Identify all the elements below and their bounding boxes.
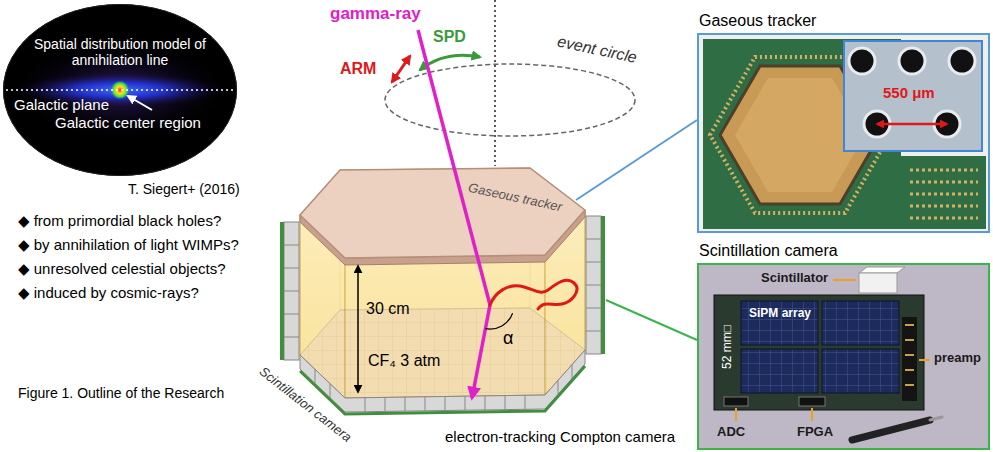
tracker-photo: [910, 170, 978, 218]
scintillation-photo: [905, 325, 914, 385]
scintillation-photo: [859, 267, 905, 273]
event-geometry: [392, 56, 410, 82]
tracker-photo: [703, 39, 901, 229]
event-geometry: [385, 64, 635, 136]
part-label: FPGA: [797, 425, 833, 440]
event-geometry: [385, 0, 635, 166]
scintillation-photo: [822, 301, 899, 345]
gamma-ray-path: [485, 313, 512, 329]
curve-label: event circle: [556, 33, 639, 68]
figure-label: electron-tracking Compton camera: [445, 428, 675, 445]
event-geometry: [494, 0, 496, 166]
leader-line: [576, 120, 697, 200]
part-label: Gaseous tracker: [467, 181, 563, 215]
detector-drawing: [586, 216, 601, 354]
detector-drawing: [300, 350, 585, 412]
scintillation-photo: [799, 397, 825, 406]
sky-map-image: [128, 96, 152, 110]
hole-closeup: [849, 48, 875, 74]
detector-drawing: [280, 222, 284, 360]
part-label: SiPM array: [749, 307, 811, 321]
dimension-label: 30 cm: [366, 300, 410, 318]
part-label: ADC: [717, 425, 745, 440]
scintillation-photo: [699, 265, 988, 448]
bullet-item: ◆ by annihilation of light WIMPs?: [18, 236, 239, 253]
leader-line: [576, 120, 697, 340]
citation: T. Siegert+ (2016): [128, 181, 240, 197]
panel-heading: Gaseous tracker: [699, 12, 816, 30]
hole-closeup: [843, 40, 983, 152]
zoom-inset: 550 μm: [843, 40, 983, 152]
part-label: preamp: [934, 351, 981, 366]
detector-drawing: [300, 168, 585, 258]
measure-label: SPD: [433, 28, 466, 46]
gamma-ray-path: [490, 280, 577, 309]
gamma-ray-path: [472, 305, 490, 398]
dimension-label: 550 μm: [883, 84, 935, 101]
scintillation-photo: [736, 280, 930, 421]
scintillation-photo: [930, 417, 942, 420]
hole-closeup: [949, 48, 975, 74]
hole-closeup: [899, 48, 925, 74]
gamma-ray-path: [418, 30, 577, 398]
map-label: Galactic plane: [14, 96, 109, 113]
bullet-item: ◆ from primordial black holes?: [18, 212, 221, 229]
part-label: Scintillation camera: [256, 364, 354, 445]
scintillation-photo: [724, 397, 748, 406]
figure-caption: Figure 1. Outline of the Research: [18, 385, 224, 401]
tracker-photo: [699, 35, 988, 231]
part-label: Scintillator: [761, 271, 828, 286]
gamma-ray-path: [418, 30, 490, 305]
photo-panel: Gaseous tracker550 μm: [697, 33, 990, 233]
dimension-label: 52 mm□: [721, 325, 735, 369]
leader-line: [606, 300, 697, 340]
scintillation-photo: [741, 301, 818, 345]
sky-map-image: [3, 4, 237, 176]
angle-label: α: [503, 328, 513, 349]
sky-map: Spatial distribution model of annihilati…: [3, 4, 237, 176]
sky-map-image: [3, 4, 237, 176]
dimension-arrow: [358, 266, 359, 392]
scintillation-photo: [699, 265, 988, 448]
map-label: Galactic center region: [55, 114, 201, 131]
map-outline: [3, 4, 237, 176]
panel-heading: Scintillation camera: [699, 242, 838, 260]
scintillation-photo: [852, 420, 930, 440]
bullet-item: ◆ induced by cosmic-rays?: [18, 284, 199, 301]
gas-label: CF₄ 3 atm: [368, 352, 440, 370]
detector-drawing: [284, 222, 299, 360]
hole-closeup: [843, 40, 983, 152]
scintillation-photo: [741, 349, 818, 393]
map-outline: [4, 5, 237, 176]
map-title: Spatial distribution model of annihilati…: [5, 36, 235, 68]
bullet-item: ◆ unresolved celestial objects?: [18, 260, 225, 277]
sky-map-image: [6, 89, 234, 91]
photo-panel: Scintillation cameraScintillatorSiPM arr…: [697, 263, 990, 450]
detector-drawing: [300, 366, 585, 414]
scintillation-photo: [902, 317, 917, 401]
tracker-photo: [901, 156, 986, 229]
scintillation-photo: [714, 295, 924, 410]
detector-drawing: [284, 245, 299, 337]
scintillation-photo: [822, 349, 899, 393]
detector-drawing: [315, 365, 572, 412]
detector-drawing: [586, 239, 601, 331]
hole-closeup: [877, 123, 947, 126]
ray-label: gamma-ray: [330, 4, 421, 24]
measure-label: ARM: [340, 60, 376, 78]
detector-drawing: [601, 216, 605, 354]
tracker-photo: [699, 35, 988, 231]
dimension-arrow: [357, 266, 359, 392]
detector-drawing: [345, 255, 545, 398]
scintillation-photo: [859, 273, 897, 293]
detector-drawing: [280, 168, 605, 414]
